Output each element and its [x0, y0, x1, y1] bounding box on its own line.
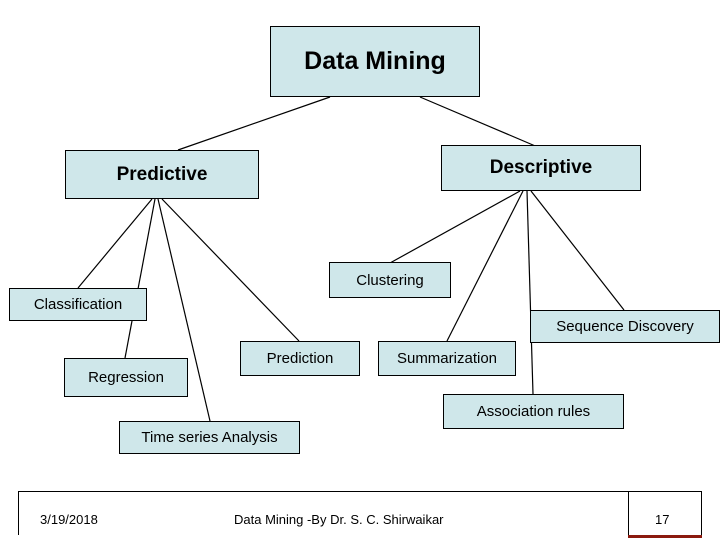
node-association-rules[interactable]: Association rules	[443, 394, 624, 429]
node-regression[interactable]: Regression	[64, 358, 188, 397]
node-time-series-analysis-label: Time series Analysis	[141, 429, 278, 446]
footer-tick-mid	[628, 491, 629, 535]
node-sequence-discovery[interactable]: Sequence Discovery	[530, 310, 720, 343]
node-regression-label: Regression	[88, 369, 164, 386]
node-summarization[interactable]: Summarization	[378, 341, 516, 376]
node-predictive[interactable]: Predictive	[65, 150, 259, 199]
node-descriptive-label: Descriptive	[489, 157, 593, 178]
node-prediction-label: Prediction	[266, 350, 334, 367]
node-classification-label: Classification	[33, 296, 123, 313]
node-summarization-label: Summarization	[396, 350, 498, 367]
node-prediction[interactable]: Prediction	[240, 341, 360, 376]
node-predictive-label: Predictive	[116, 163, 208, 185]
node-association-rules-label: Association rules	[476, 403, 591, 420]
footer-page-number: 17	[655, 512, 670, 527]
footer-accent-underline	[628, 535, 702, 538]
footer-tick-right	[701, 491, 702, 535]
node-clustering-label: Clustering	[356, 271, 424, 289]
node-data-mining-label: Data Mining	[304, 47, 446, 75]
node-data-mining[interactable]: Data Mining	[270, 26, 480, 97]
footer-center-text: Data Mining -By Dr. S. C. Shirwaikar	[234, 512, 444, 527]
node-time-series-analysis[interactable]: Time series Analysis	[119, 421, 300, 454]
footer-divider	[18, 491, 702, 492]
node-clustering[interactable]: Clustering	[329, 262, 451, 298]
footer-tick-left	[18, 491, 19, 535]
footer-date: 3/19/2018	[40, 512, 98, 527]
node-descriptive[interactable]: Descriptive	[441, 145, 641, 191]
node-classification[interactable]: Classification	[9, 288, 147, 321]
node-sequence-discovery-label: Sequence Discovery	[556, 318, 694, 335]
